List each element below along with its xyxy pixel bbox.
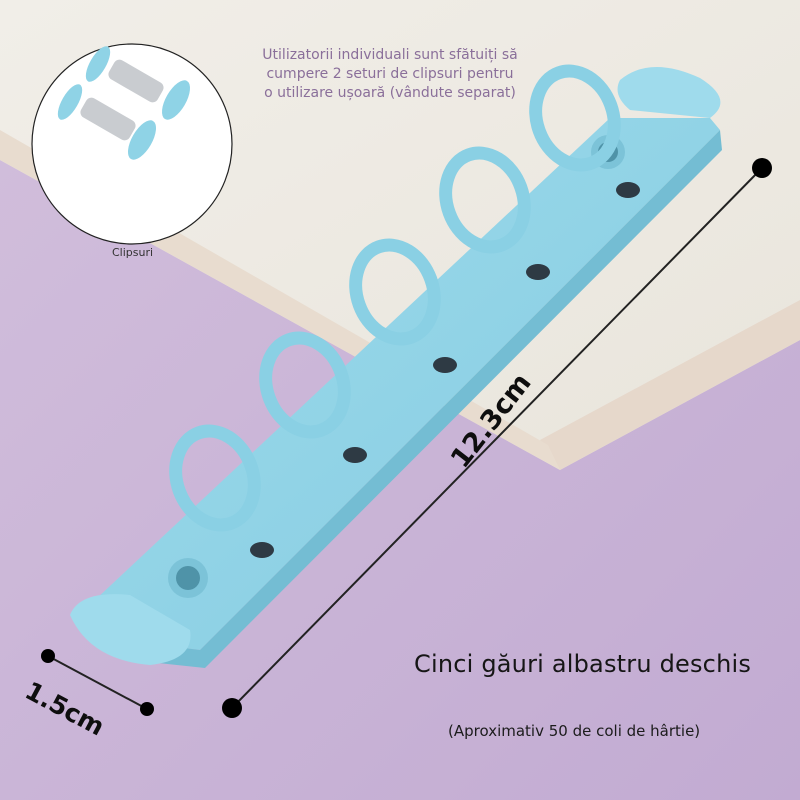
product-subtitle: (Aproximativ 50 de coli de hârtie) <box>448 722 701 740</box>
advice-note: Utilizatorii individuali sunt sfătuiți s… <box>240 46 540 103</box>
advice-note-line-2: cumpere 2 seturi de clipsuri pentru <box>266 66 514 82</box>
clips-label: Clipsuri <box>112 246 154 259</box>
ring-slots <box>250 182 640 558</box>
clip-screw-1 <box>57 84 156 160</box>
clips-inset <box>31 43 233 245</box>
product-title: Cinci găuri albastru deschis <box>414 650 752 678</box>
rings <box>169 64 621 532</box>
width-dimension-line <box>41 649 154 716</box>
advice-note-line-1: Utilizatorii individuali sunt sfătuiți s… <box>262 47 518 63</box>
length-dimension-line <box>222 158 772 718</box>
advice-note-line-3: o utilizare ușoară (vândute separat) <box>264 85 516 101</box>
clip-screw-2 <box>85 46 190 120</box>
